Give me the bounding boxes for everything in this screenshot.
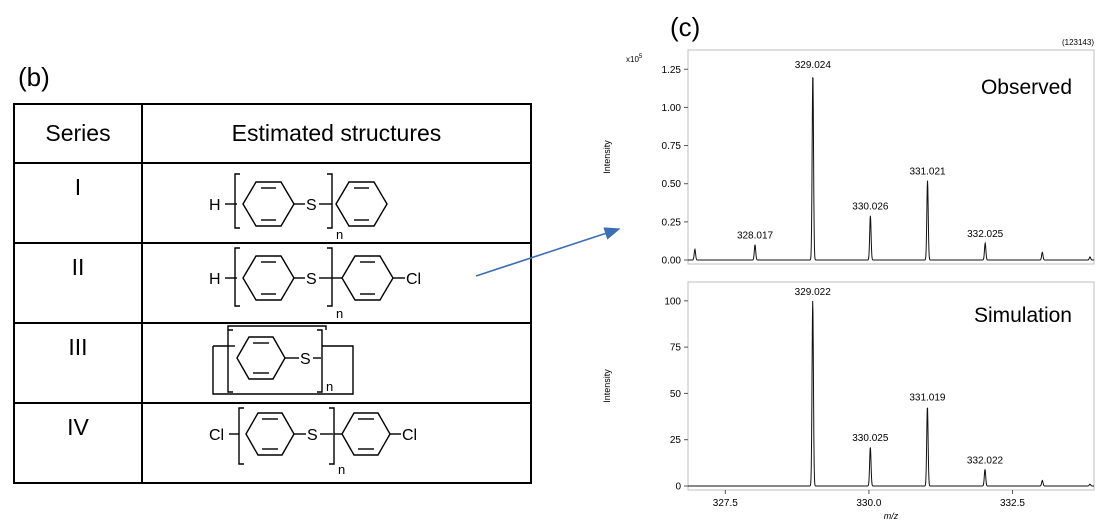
- mass-spectra-chart: 1.251.000.750.500.250.00Intensity328.017…: [602, 38, 1095, 521]
- peak-label: 332.025: [967, 229, 1004, 240]
- panel-label-b: (b): [18, 62, 50, 92]
- structure-cell: H S Cl n: [141, 242, 532, 324]
- plot-frame: [687, 281, 1095, 491]
- structure-diagram: H S n: [209, 173, 388, 242]
- atom-right: Cl: [402, 427, 417, 444]
- peak-label: 330.026: [852, 202, 889, 213]
- y-tick-label: 0.75: [662, 141, 682, 152]
- y-tick-label: 25: [670, 435, 682, 446]
- repeat-n: n: [336, 306, 343, 321]
- plot-frame: [687, 49, 1095, 265]
- peak-label: 331.019: [909, 392, 946, 403]
- structure-cell: S n: [141, 322, 532, 404]
- x-tick-label: 327.5: [713, 498, 738, 509]
- simulation-spectrum-panel: 100 75 50 25 0 Intensity 329.022 330.025 331.019…: [602, 281, 1095, 521]
- peak-label: 332.022: [967, 455, 1004, 466]
- y-tick-label: 0.25: [662, 217, 682, 228]
- series-id: II: [13, 242, 143, 324]
- series-id: IV: [13, 402, 143, 484]
- table-row: III S n: [13, 322, 532, 404]
- atom-sulfur: S: [300, 351, 311, 368]
- panel-title: Simulation: [974, 304, 1072, 327]
- x-tick-label: 332.5: [1000, 498, 1025, 509]
- y-tick-label: 100: [664, 296, 681, 307]
- atom-sulfur: S: [307, 427, 318, 444]
- series-structure-table: Series Estimated structures I H S: [13, 103, 532, 484]
- series-id: III: [13, 322, 143, 404]
- table-row: IV Cl S Cl n: [13, 402, 532, 484]
- y-tick-label: 1.25: [662, 65, 682, 76]
- repeat-n: n: [336, 227, 343, 242]
- structure-diagram: Cl S Cl n: [209, 407, 417, 477]
- atom-left: H: [209, 197, 221, 214]
- y-tick-label: 1.00: [662, 103, 682, 114]
- x-axis-label: m/z: [884, 511, 899, 521]
- structure-cell: Cl S Cl n: [141, 402, 532, 484]
- y-tick-label: 50: [670, 389, 682, 400]
- atom-left: Cl: [209, 427, 224, 444]
- atom-right: Cl: [406, 271, 421, 288]
- y-axis-label: Intensity: [602, 369, 612, 403]
- repeat-n: n: [338, 462, 345, 477]
- panel-label-c: (c): [670, 12, 701, 42]
- atom-sulfur: S: [306, 197, 317, 214]
- structure-diagram: H S Cl n: [209, 247, 421, 321]
- y-tick-label: 0.00: [662, 256, 682, 267]
- scan-label: (123143): [1062, 38, 1094, 47]
- table-row: II H S Cl n: [13, 242, 532, 324]
- y-multiplier-exponent: 5: [639, 54, 643, 60]
- structure-cell: H S n: [141, 162, 532, 244]
- atom-sulfur: S: [306, 271, 317, 288]
- y-tick-label: 0.50: [662, 179, 682, 190]
- peak-label: 331.021: [909, 167, 946, 178]
- structure-diagram: S n: [212, 325, 354, 395]
- y-tick-label: 0: [675, 482, 681, 493]
- repeat-n: n: [326, 379, 333, 394]
- peak-label: 329.024: [795, 60, 832, 71]
- atom-left: H: [209, 271, 221, 288]
- peak-label: 330.025: [852, 433, 889, 444]
- table-row: I H S n: [13, 162, 532, 244]
- y-tick-label: 75: [670, 343, 682, 354]
- spectrum-line: [688, 76, 1094, 261]
- series-id: I: [13, 162, 143, 244]
- observed-spectrum-panel: 1.25 1.00 0.75 0.50 0.25 0.00 Intensity 328.017…: [602, 38, 1095, 267]
- table-header-row: Series Estimated structures: [13, 103, 532, 164]
- header-series: Series: [13, 103, 143, 164]
- header-estimated-structures: Estimated structures: [141, 103, 532, 164]
- y-axis-label: Intensity: [602, 140, 612, 174]
- x-tick-label: 330.0: [856, 498, 881, 509]
- panel-title: Observed: [981, 76, 1072, 99]
- peak-label: 329.022: [795, 287, 832, 298]
- spectrum-line: [688, 300, 1094, 487]
- y-multiplier-label: x105: [626, 54, 643, 64]
- peak-label: 328.017: [737, 231, 774, 242]
